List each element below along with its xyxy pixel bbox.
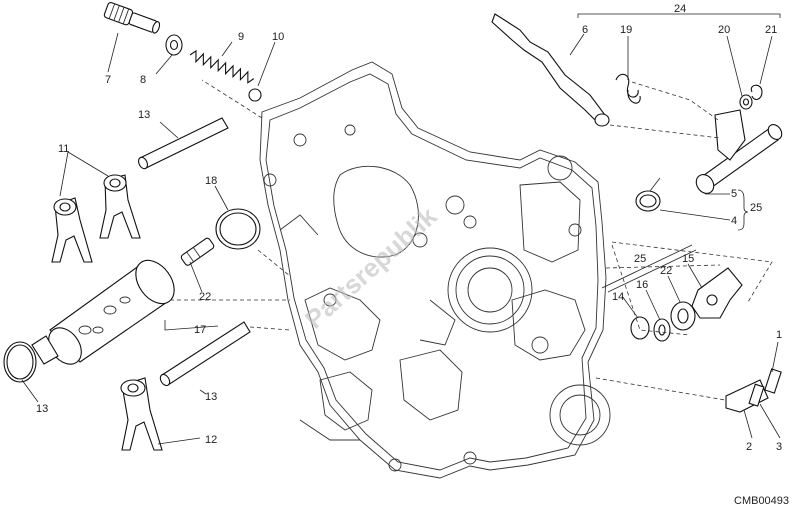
label-13-lower: 13 bbox=[205, 391, 217, 403]
label-22: 21 bbox=[765, 24, 777, 36]
label-25-right: 25 bbox=[750, 202, 762, 214]
part-8-washer[interactable] bbox=[165, 34, 183, 56]
part-labels: 7 8 9 10 13 11 18 22 17 13 13 12 24 6 19… bbox=[36, 3, 789, 507]
drawing-code: CMB00493 bbox=[734, 495, 789, 507]
label-2: 2 bbox=[746, 441, 752, 453]
label-25-top: 24 bbox=[674, 3, 686, 15]
watermark-text: Partsrepublik bbox=[299, 201, 443, 335]
part-6-gear-lever[interactable] bbox=[491, 13, 610, 127]
label-20: 19 bbox=[620, 24, 632, 36]
part-23-bearing[interactable] bbox=[670, 301, 696, 331]
part-7-detent-bolt[interactable] bbox=[103, 2, 162, 36]
label-13-upper: 13 bbox=[138, 109, 150, 121]
leader-lines bbox=[21, 13, 781, 445]
part-3-bolt[interactable] bbox=[748, 383, 765, 407]
label-7: 7 bbox=[105, 74, 111, 86]
assembly-lines bbox=[170, 79, 773, 401]
label-10: 10 bbox=[272, 31, 284, 43]
label-4: 4 bbox=[731, 215, 737, 227]
part-19-o-ring[interactable] bbox=[215, 208, 261, 250]
label-15: 14 bbox=[612, 291, 624, 303]
part-9-spring[interactable] bbox=[189, 49, 256, 84]
label-14: 13 bbox=[36, 403, 48, 415]
part-14-o-ring[interactable] bbox=[3, 341, 37, 383]
label-25-cluster: 25 bbox=[634, 253, 646, 265]
selector-shaft[interactable] bbox=[693, 109, 785, 197]
label-21: 20 bbox=[718, 24, 730, 36]
label-8: 8 bbox=[140, 74, 146, 86]
part-13-fork-shaft-lower[interactable] bbox=[158, 321, 251, 387]
part-24-pin[interactable] bbox=[180, 237, 215, 266]
part-22-circlip[interactable] bbox=[750, 84, 763, 101]
label-16: 15 bbox=[682, 253, 694, 265]
label-5: 5 bbox=[731, 188, 737, 200]
label-1: 1 bbox=[776, 329, 782, 341]
part-1-bolt[interactable] bbox=[764, 368, 782, 394]
label-6: 6 bbox=[582, 24, 588, 36]
label-3: 3 bbox=[776, 441, 782, 453]
part-21-washer[interactable] bbox=[739, 94, 753, 110]
label-19: 18 bbox=[205, 175, 217, 187]
part-12-shift-fork[interactable] bbox=[120, 377, 163, 451]
label-24: 22 bbox=[199, 291, 211, 303]
label-18: 17 bbox=[194, 324, 206, 336]
part-10-ball[interactable] bbox=[248, 88, 262, 102]
label-23: 22 bbox=[660, 265, 672, 277]
label-9: 9 bbox=[238, 31, 244, 43]
label-11: 11 bbox=[58, 143, 69, 155]
shift-drum[interactable] bbox=[31, 253, 182, 370]
crankcase-half bbox=[259, 61, 611, 479]
part-4-5-return-spring[interactable] bbox=[635, 177, 661, 212]
part-20-spring-clip[interactable] bbox=[615, 73, 641, 104]
part-11-shift-fork-left[interactable] bbox=[51, 197, 93, 263]
part-17-washer[interactable] bbox=[653, 318, 671, 342]
label-12: 12 bbox=[205, 434, 217, 446]
part-16-ratchet-plate[interactable] bbox=[691, 267, 743, 319]
part-11-shift-fork-right[interactable] bbox=[99, 174, 141, 239]
part-13-fork-shaft-upper[interactable] bbox=[137, 117, 229, 170]
label-17: 16 bbox=[636, 279, 648, 291]
part-15-circlip[interactable] bbox=[630, 316, 650, 340]
